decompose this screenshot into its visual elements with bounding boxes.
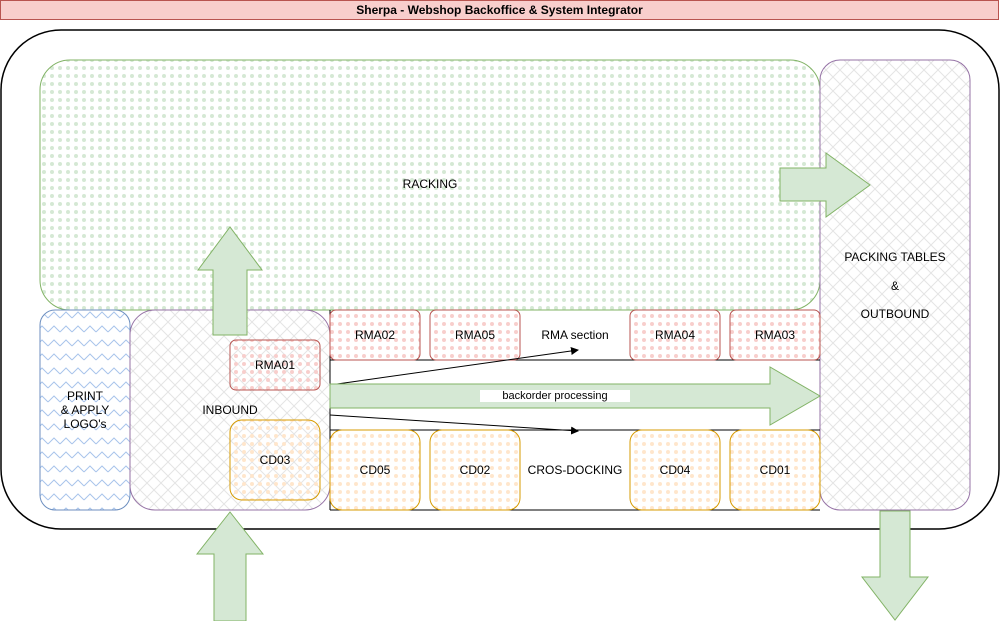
rma-box-rma03 [729, 309, 821, 361]
backorder-label: backorder processing [480, 390, 630, 402]
cd-box-cd02 [429, 429, 521, 511]
cd-flow-arrow [329, 414, 579, 435]
rma-box-rma01 [229, 339, 321, 391]
inbound-label: INBOUND [202, 403, 258, 417]
rma-section-label: RMA section [541, 328, 609, 342]
inbound-to-racking-arrow [197, 226, 263, 336]
print-label-line2: & APPLY [60, 403, 110, 417]
cd01-label: CD01 [759, 463, 791, 477]
cd-box-cd05 [329, 429, 421, 511]
cd04-label: CD04 [659, 463, 691, 477]
cd05-label: CD05 [359, 463, 391, 477]
cd-box-cd04 [629, 429, 721, 511]
cd03-label: CD03 [259, 453, 291, 467]
rma-box-rma02 [329, 309, 421, 361]
rma-box-rma04 [629, 309, 721, 361]
rma02-label: RMA02 [354, 328, 395, 342]
cd02-label: CD02 [459, 463, 491, 477]
packing-label-line3: OUTBOUND [860, 307, 930, 321]
packing-label-line2: & [890, 279, 899, 293]
racking-label: RACKING [402, 177, 458, 191]
rma01-label: RMA01 [254, 358, 295, 372]
inbound-entry-arrow [195, 511, 265, 621]
rma05-label: RMA05 [454, 328, 495, 342]
outbound-exit-arrow [860, 510, 930, 621]
packing-label-line1: PACKING TABLES [844, 250, 946, 264]
cd-box-cd01 [729, 429, 821, 511]
racking-to-packing-arrow [779, 152, 871, 218]
rma04-label: RMA04 [654, 328, 695, 342]
rma-box-rma05 [429, 309, 521, 361]
rma03-label: RMA03 [754, 328, 795, 342]
page-title: Sherpa - Webshop Backoffice & System Int… [0, 0, 999, 20]
rma-flow-arrow [329, 347, 579, 386]
cd-box-cd03 [229, 419, 321, 501]
cros-docking-label: CROS-DOCKING [527, 463, 623, 477]
print-label-line1: PRINT [67, 389, 103, 403]
print-label-line3: LOGO's [63, 417, 107, 431]
packing-outbound-zone [819, 59, 971, 511]
